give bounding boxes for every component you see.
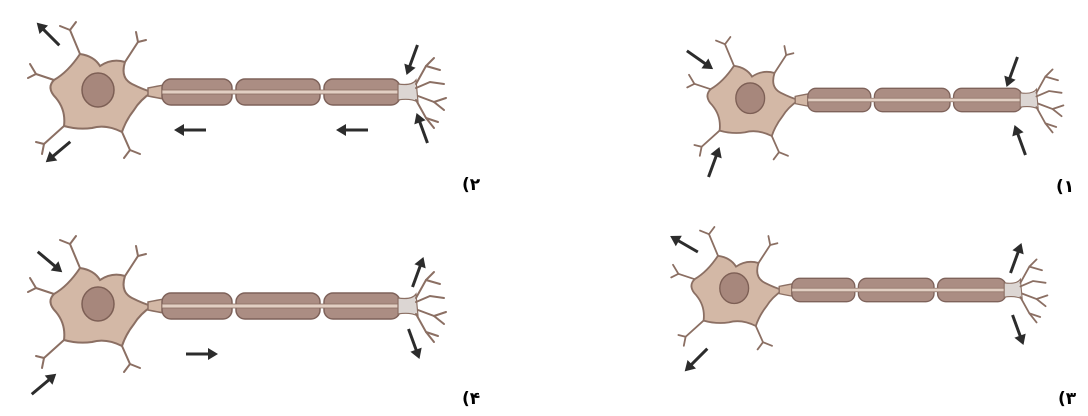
arrow-in-top-left — [683, 46, 716, 74]
arrow-in-terminal-top — [401, 43, 423, 77]
neuron-1 — [687, 37, 1063, 159]
arrow-axon-left-1 — [174, 124, 206, 136]
neuron-2 — [28, 22, 446, 158]
arrow-in-terminal-bottom — [1009, 123, 1031, 157]
panel-1-label: (۱ — [1056, 177, 1074, 197]
arrow-out-terminal-top — [1005, 241, 1027, 275]
arrow-out-terminal-bottom — [403, 327, 425, 361]
arrow-out-top-left — [667, 231, 701, 257]
panel-4-label: (۴ — [462, 389, 480, 409]
arrow-in-bottom-left — [28, 369, 60, 399]
neuron-3 — [671, 227, 1047, 349]
arrow-out-top-left — [32, 18, 63, 49]
neuron-4 — [28, 236, 446, 372]
arrow-out-terminal-bottom — [1007, 313, 1029, 347]
panel-3: (۳ — [667, 227, 1077, 409]
arrow-in-top-left — [34, 247, 66, 277]
arrow-axon-left-2 — [336, 124, 368, 136]
arrow-out-bottom-left — [680, 344, 711, 375]
panel-3-label: (۳ — [1058, 389, 1077, 409]
panel-1: (۱ — [683, 37, 1074, 197]
arrow-out-terminal-top — [407, 255, 429, 289]
panel-2-label: (۲ — [462, 175, 481, 195]
panel-2: (۲ — [28, 18, 481, 195]
arrow-axon-right — [186, 348, 218, 360]
arrow-in-bottom-left — [703, 145, 725, 179]
arrow-in-terminal-top — [1001, 55, 1023, 89]
panel-4: (۴ — [28, 236, 480, 409]
arrow-in-terminal-bottom — [411, 111, 433, 145]
